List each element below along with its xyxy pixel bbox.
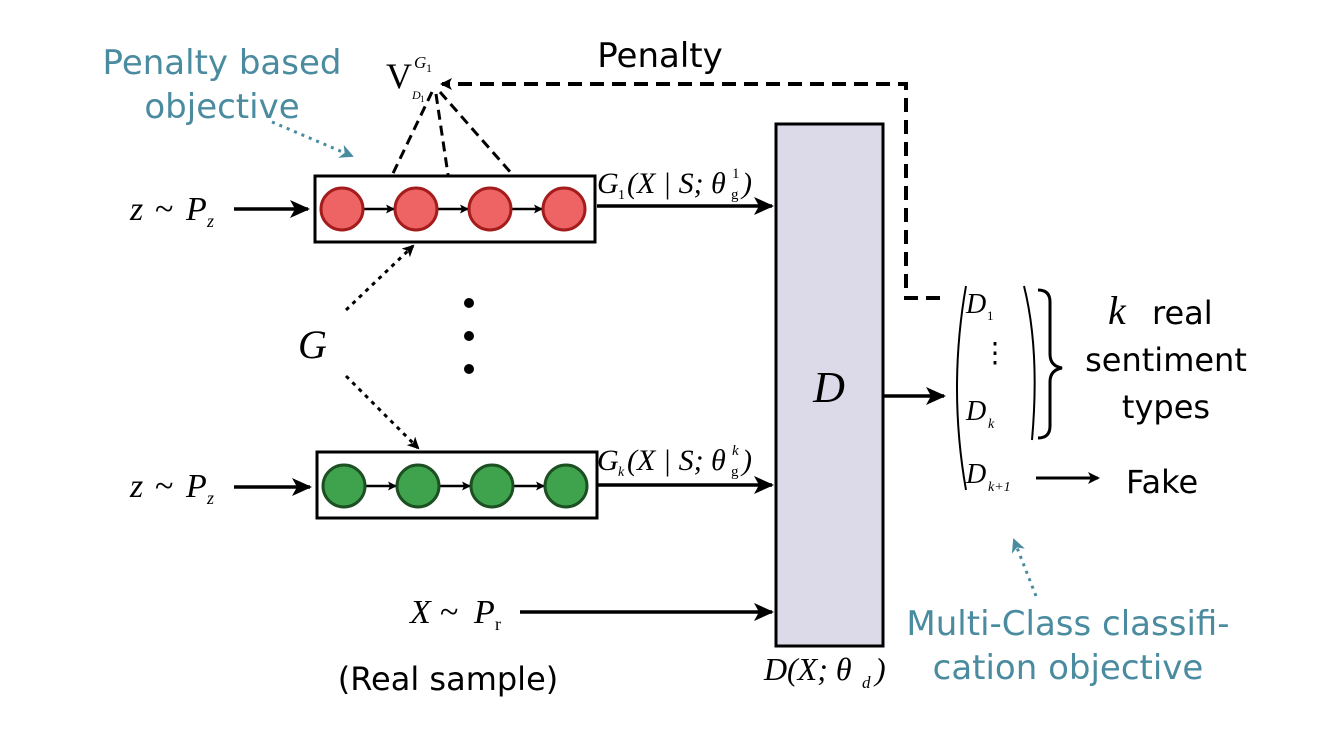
real-types-brace [1037,288,1063,440]
noise-P: P [185,468,207,505]
v-symbol-sub-sub: 1 [420,94,425,104]
v-symbol-main: V [386,56,412,96]
generator-ellipsis [464,298,474,374]
generator-1-nodes [319,186,587,232]
generator-k [315,450,599,520]
g1-G: G [597,167,619,200]
generator-k-node [543,463,589,509]
noise-z: z [129,191,143,228]
gk-theta-sup: k [732,443,739,459]
gk-G: G [597,444,619,477]
generator-1 [313,174,597,244]
real-sample-input: X ~ P r [408,594,501,634]
generator-k-node [469,463,515,509]
generator-k-node [321,463,367,509]
generator-k-output-label: G k (X | S; θ k g ) [597,443,752,480]
noise-input-k: z ~ P z [129,468,214,508]
output-d1: D [965,289,986,320]
vector-left-paren [956,285,967,491]
fake-label: Fake [1126,463,1198,501]
penalty-label: Penalty [597,36,723,76]
generator-1-node [393,186,439,232]
generator-k-nodes [321,463,589,509]
discriminator-box [774,122,885,648]
multiclass-label-line1: Multi-Class classifi- [906,604,1229,644]
g-arrow-to-generator-1 [344,244,415,312]
d-func-args: (X; θ [787,651,852,687]
output-vdots: ⋮ [981,338,1009,369]
gk-idx: k [618,465,625,480]
discriminator-label: D [812,363,845,412]
g1-close: ) [740,167,752,200]
noise-P-sub: z [206,211,214,231]
penalty-arrow-node3 [438,91,528,192]
multiclass-label-line2: cation objective [933,648,1204,688]
real-label-line3: types [1122,388,1210,426]
output-d1-sub: 1 [987,308,994,323]
noise-P-sub: z [206,488,214,508]
real-sim: ~ [440,594,458,631]
d-func-sub: d [862,673,871,692]
discriminator-function-label: D (X; θ d ) [763,651,886,692]
penalty-arrow-node1 [384,91,434,190]
gk-close: ) [740,444,752,477]
penalty-fanout-arrows [384,91,528,192]
penalty-feedback-arrow [440,78,940,300]
ellipsis-dot [464,298,474,308]
penalty-objective-label-line2: objective [144,87,299,127]
d-func-close: ) [873,651,886,687]
output-dk1-sub: k+1 [988,480,1011,495]
generator-k-node [395,463,441,509]
d-func-D: D [763,651,787,687]
v-symbol-sub: D [411,88,421,102]
output-dk: D [965,396,986,427]
vector-right-paren [1023,285,1036,441]
output-vector: D 1 ⋮ D k D k+1 [956,285,1036,495]
g-arrow-to-generator-k [344,374,420,450]
real-P: P [473,594,495,631]
gk-args: (X | S; θ [627,444,726,477]
multiclass-pointer-arrow [1011,538,1038,597]
real-X: X [408,594,432,631]
noise-P: P [185,191,207,228]
real-label-line1: real [1152,294,1213,332]
g1-theta-sup: 1 [732,166,740,182]
g1-theta-sub: g [731,187,739,203]
v-symbol-sup-sub: 1 [426,61,432,75]
generator-1-node [467,186,513,232]
real-label-line2: sentiment [1085,341,1247,379]
real-P-sub: r [495,614,501,634]
penalty-objective-label-line1: Penalty based [103,43,342,83]
ellipsis-dot [464,364,474,374]
noise-sim: ~ [155,468,173,505]
g1-idx: 1 [618,188,625,203]
generator-1-node [541,186,587,232]
noise-z: z [129,468,143,505]
output-dk-sub: k [988,417,995,432]
output-dk1: D [965,459,986,490]
noise-sim: ~ [155,191,173,228]
real-sample-caption: (Real sample) [338,660,558,698]
v-symbol-sup: G [414,53,426,72]
g1-args: (X | S; θ [627,167,726,200]
generator-1-output-label: G 1 (X | S; θ 1 g ) [597,166,752,203]
penalty-v-symbol: V G 1 D 1 [386,53,432,104]
gk-theta-sub: g [731,464,739,480]
generator-1-node [319,186,365,232]
ellipsis-dot [464,331,474,341]
penalty-arrow-node2 [434,93,455,190]
penalty-objective-pointer-arrow [271,120,354,158]
noise-input-1: z ~ P z [129,191,214,231]
generator-group-label: G [298,322,327,367]
k-label: k [1108,288,1127,333]
